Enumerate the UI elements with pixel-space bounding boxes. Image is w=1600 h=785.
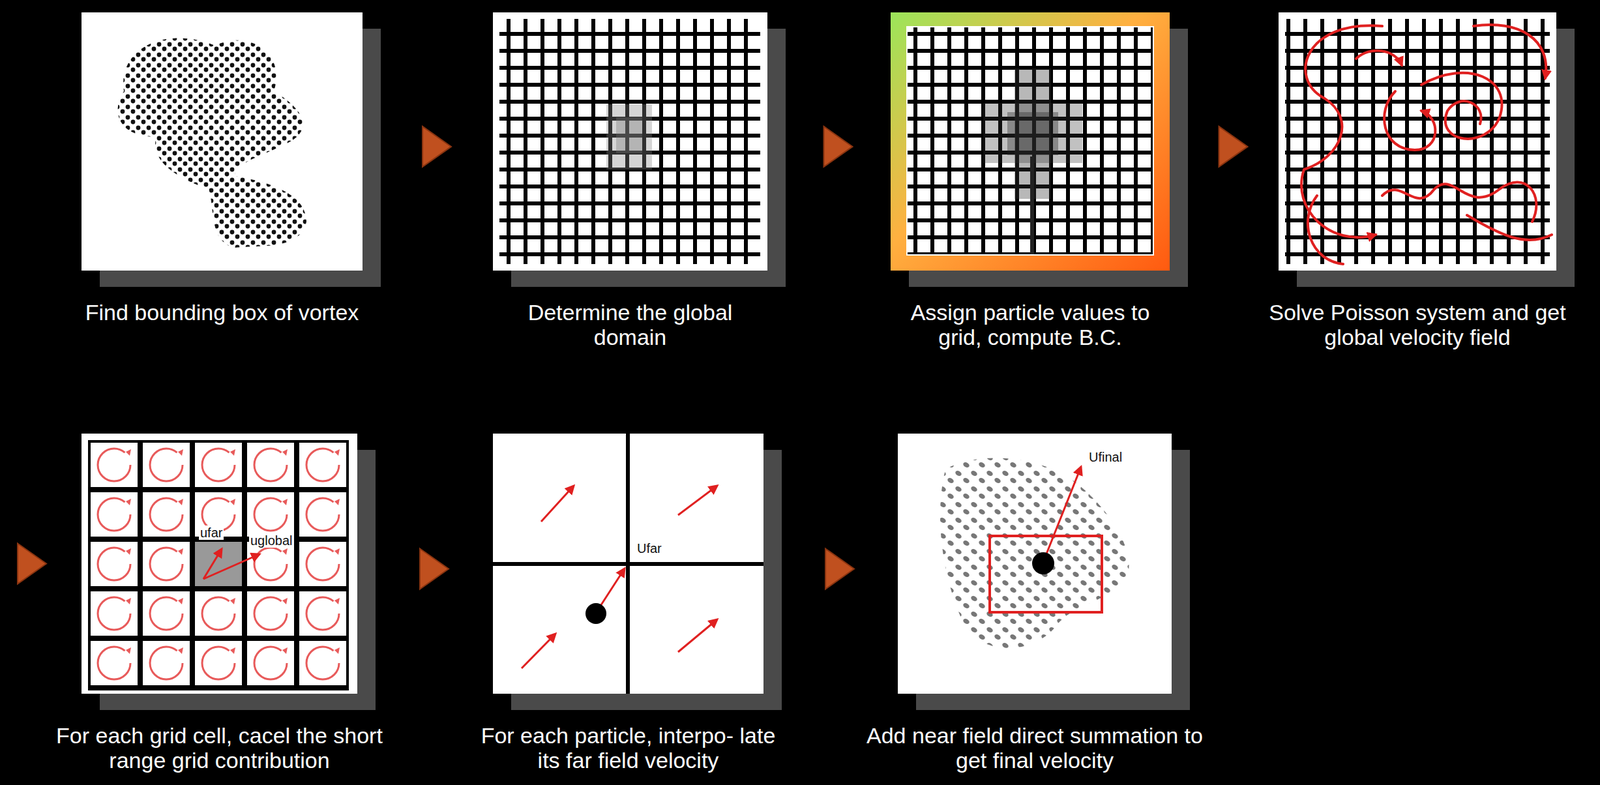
step-caption: Find bounding box of vortex [52, 299, 392, 325]
step-caption: Assign particle values to grid, compute … [886, 299, 1174, 350]
step-panel: For each particle, interpo- late its far… [492, 433, 764, 694]
flow-arrow [1219, 126, 1248, 167]
step-panel: Add near field direct summation to get f… [897, 433, 1172, 694]
step-panel: Solve Poisson system and get global velo… [1278, 12, 1557, 271]
flow-arrow [17, 543, 47, 585]
flow-arrowhead [422, 126, 452, 167]
near-field-panel [897, 433, 1190, 711]
flow-arrow [825, 548, 855, 590]
velocity-label: Ufinal [1087, 449, 1124, 465]
velocity-field-panel [1278, 12, 1575, 287]
cell-correction-panel [81, 433, 376, 711]
global-grid-panel [492, 12, 786, 287]
flow-arrowhead [824, 126, 853, 167]
step-caption: Solve Poisson system and get global velo… [1264, 299, 1571, 350]
step-panel: For each grid cell, cacel the short rang… [81, 433, 358, 694]
boundary-grid-panel [890, 12, 1188, 287]
flow-arrow [419, 548, 449, 590]
velocity-label: Ufar [635, 541, 664, 556]
flow-arrowhead [419, 548, 449, 590]
flow-arrowhead [17, 543, 47, 585]
flow-arrowhead [825, 548, 855, 590]
step-panel: Assign particle values to grid, compute … [890, 12, 1170, 271]
step-caption: For each particle, interpo- late its far… [478, 723, 779, 773]
step-caption: Determine the global domain [493, 299, 768, 350]
flow-arrow [824, 126, 853, 167]
step-panel: Find bounding box of vortex [81, 12, 363, 271]
step-panel: Determine the global domain [492, 12, 768, 271]
flow-arrowhead [1219, 126, 1248, 167]
vortex-particles-panel [81, 12, 381, 287]
step-caption: For each grid cell, cacel the short rang… [53, 723, 386, 773]
velocity-label: uglobal [249, 533, 295, 548]
velocity-label: ufar [198, 525, 224, 540]
step-caption: Add near field direct summation to get f… [861, 723, 1208, 773]
interpolation-panel [492, 433, 782, 711]
flow-arrow [422, 126, 452, 167]
